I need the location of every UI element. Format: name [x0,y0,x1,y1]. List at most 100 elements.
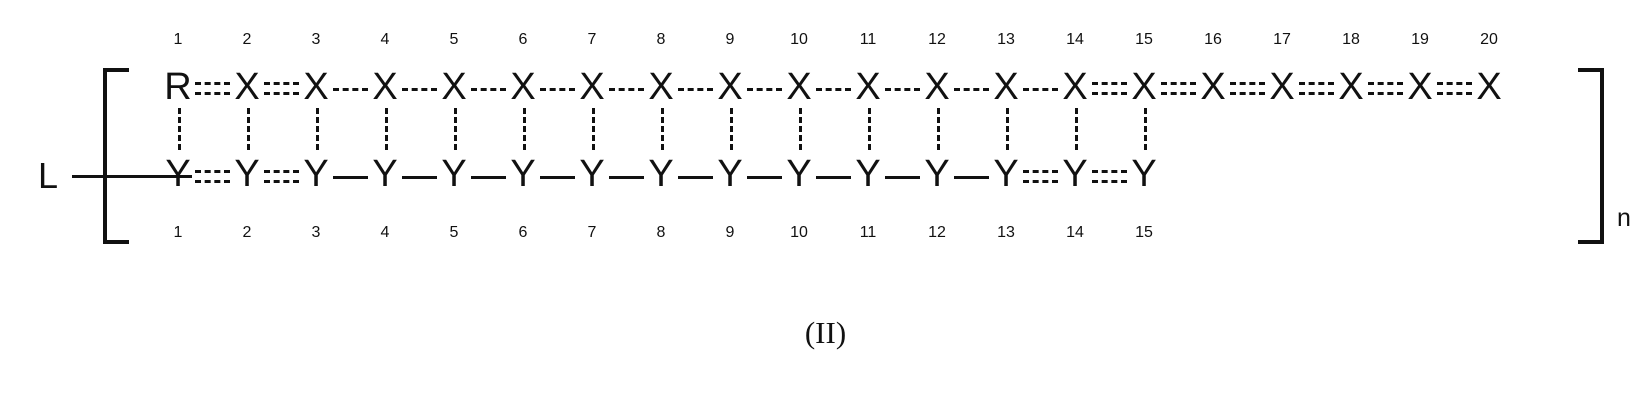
atom-X-13: X [993,66,1019,108]
bond-X-17-18 [1299,82,1334,85]
bond-Y-7-8 [609,176,644,179]
bond-X-14-15 [1092,92,1127,95]
atom-X-1: R [164,66,192,108]
atom-Y-10: Y [786,153,812,195]
atom-Y-14: Y [1062,153,1088,195]
atom-X-9: X [717,66,743,108]
atom-X-7: X [579,66,605,108]
bond-Y-2-3 [264,180,299,183]
bond-Y-6-7 [540,176,575,179]
locant-X-4: 4 [380,31,390,48]
atom-Y-12: Y [924,153,950,195]
bond-X-19-20 [1437,92,1472,95]
locant-X-9: 9 [725,31,735,48]
bond-X-3-4 [333,88,368,91]
bond-Y-3-4 [333,176,368,179]
bond-X-17-18 [1299,92,1334,95]
locant-X-1: 1 [173,31,183,48]
bond-X-16-17 [1230,92,1265,95]
atom-X-17: X [1269,66,1295,108]
locant-Y-5: 5 [449,224,459,241]
locant-Y-15: 15 [1135,224,1153,241]
atom-Y-4: Y [372,153,398,195]
cross-bond-11 [868,108,871,150]
bond-X-7-8 [609,88,644,91]
cross-bond-10 [799,108,802,150]
bond-X-16-17 [1230,82,1265,85]
bracket-right [1578,68,1604,244]
atom-Y-15: Y [1131,153,1157,195]
bond-X-15-16 [1161,82,1196,85]
bond-X-12-13 [954,88,989,91]
bond-Y-8-9 [678,176,713,179]
bond-Y-13-14 [1023,170,1058,173]
locant-Y-4: 4 [380,224,390,241]
bond-X-13-14 [1023,88,1058,91]
atom-Y-5: Y [441,153,467,195]
atom-Y-6: Y [510,153,536,195]
locant-X-19: 19 [1411,31,1429,48]
bond-Y-9-10 [747,176,782,179]
atom-X-8: X [648,66,674,108]
locant-X-20: 20 [1480,31,1498,48]
cross-bond-7 [592,108,595,150]
locant-Y-1: 1 [173,224,183,241]
bond-X-18-19 [1368,82,1403,85]
atom-X-4: X [372,66,398,108]
bond-X-10-11 [816,88,851,91]
atom-Y-3: Y [303,153,329,195]
bond-X-1-2 [195,92,230,95]
locant-X-17: 17 [1273,31,1291,48]
bracket-left [103,68,129,244]
figure-caption: (II) [804,315,847,350]
atom-X-19: X [1407,66,1433,108]
locant-X-2: 2 [242,31,252,48]
locant-Y-9: 9 [725,224,735,241]
bond-Y-1-2 [195,170,230,173]
bond-X-14-15 [1092,82,1127,85]
locant-X-18: 18 [1342,31,1360,48]
cross-bond-9 [730,108,733,150]
locant-Y-13: 13 [997,224,1015,241]
cross-bond-5 [454,108,457,150]
atom-Y-8: Y [648,153,674,195]
locant-Y-7: 7 [587,224,597,241]
atom-X-10: X [786,66,812,108]
atom-X-18: X [1338,66,1364,108]
atom-Y-2: Y [234,153,260,195]
atom-Y-9: Y [717,153,743,195]
bond-X-9-10 [747,88,782,91]
atom-X-15: X [1131,66,1157,108]
atom-X-11: X [855,66,881,108]
bond-X-2-3 [264,82,299,85]
bond-X-11-12 [885,88,920,91]
locant-Y-11: 11 [859,224,877,241]
locant-X-7: 7 [587,31,597,48]
bond-Y-1-2 [195,180,230,183]
atom-X-6: X [510,66,536,108]
locant-Y-8: 8 [656,224,666,241]
bond-Y-13-14 [1023,180,1058,183]
bond-Y-14-15 [1092,180,1127,183]
bond-Y-11-12 [885,176,920,179]
atom-Y-13: Y [993,153,1019,195]
bond-Y-5-6 [471,176,506,179]
bond-Y-2-3 [264,170,299,173]
bond-Y-10-11 [816,176,851,179]
bond-X-5-6 [471,88,506,91]
atom-X-3: X [303,66,329,108]
bond-X-8-9 [678,88,713,91]
locant-X-3: 3 [311,31,321,48]
atom-Y-11: Y [855,153,881,195]
atom-Y-1: Y [165,153,191,195]
repeat-subscript-n: n [1617,204,1631,232]
cross-bond-12 [937,108,940,150]
locant-X-8: 8 [656,31,666,48]
locant-X-14: 14 [1066,31,1084,48]
locant-X-13: 13 [997,31,1015,48]
bond-Y-4-5 [402,176,437,179]
locant-Y-14: 14 [1066,224,1084,241]
locant-Y-10: 10 [790,224,808,241]
bond-Y-14-15 [1092,170,1127,173]
